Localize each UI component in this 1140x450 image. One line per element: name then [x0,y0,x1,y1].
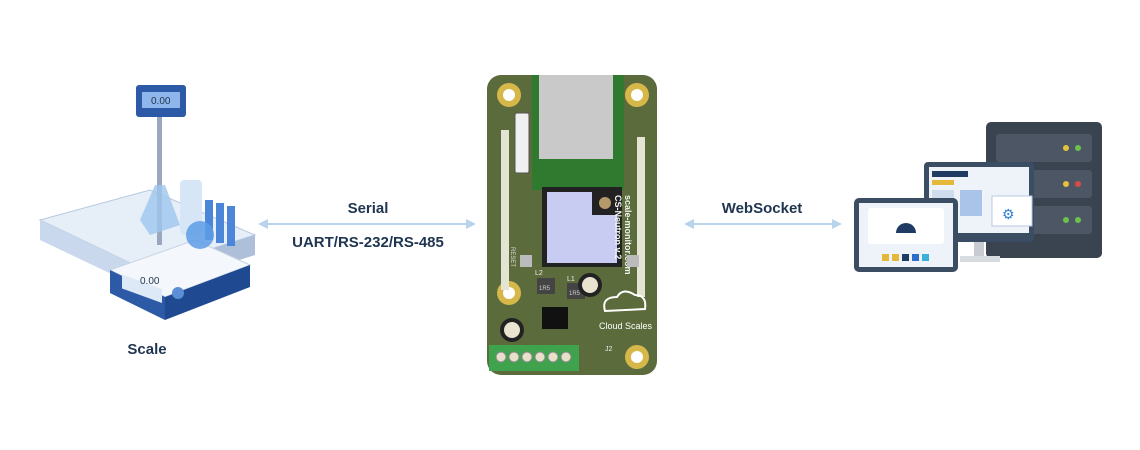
scale-front-display [122,274,162,304]
gear-icon: ⚙ [1002,206,1015,222]
serial-link-protocols: UART/RS-232/RS-485 [292,234,444,251]
j2-label: J2 [605,346,613,353]
scale-label: Scale [127,341,167,358]
l1-label: L1 [567,276,575,283]
wifi-module [547,192,617,263]
front-display-text: 0.00 [140,276,160,287]
l2-value: 1R5 [539,286,551,292]
cs-neutron-board: scale-monitor.com CS-Neutron v.2 RESET L… [487,75,657,375]
client-devices-illustration: ⚙ [854,122,1102,272]
board-model-text: CS-Neutron v.2 [613,195,623,259]
serial-arrow [258,219,476,229]
scale-illustration: 0.00 0.00 [38,85,257,320]
scale-gauge-icon [896,223,916,233]
websocket-arrow [684,219,842,229]
websocket-link-title: WebSocket [721,200,803,217]
l1-value: 1R5 [569,291,581,297]
board-url-text: scale-monitor.com [623,195,633,275]
reset-label: RESET [509,247,515,267]
board-brand-text: Cloud Scales [599,321,653,331]
top-display-text: 0.00 [151,96,171,107]
serial-link-title: Serial [347,200,389,217]
l2-label: L2 [535,270,543,277]
